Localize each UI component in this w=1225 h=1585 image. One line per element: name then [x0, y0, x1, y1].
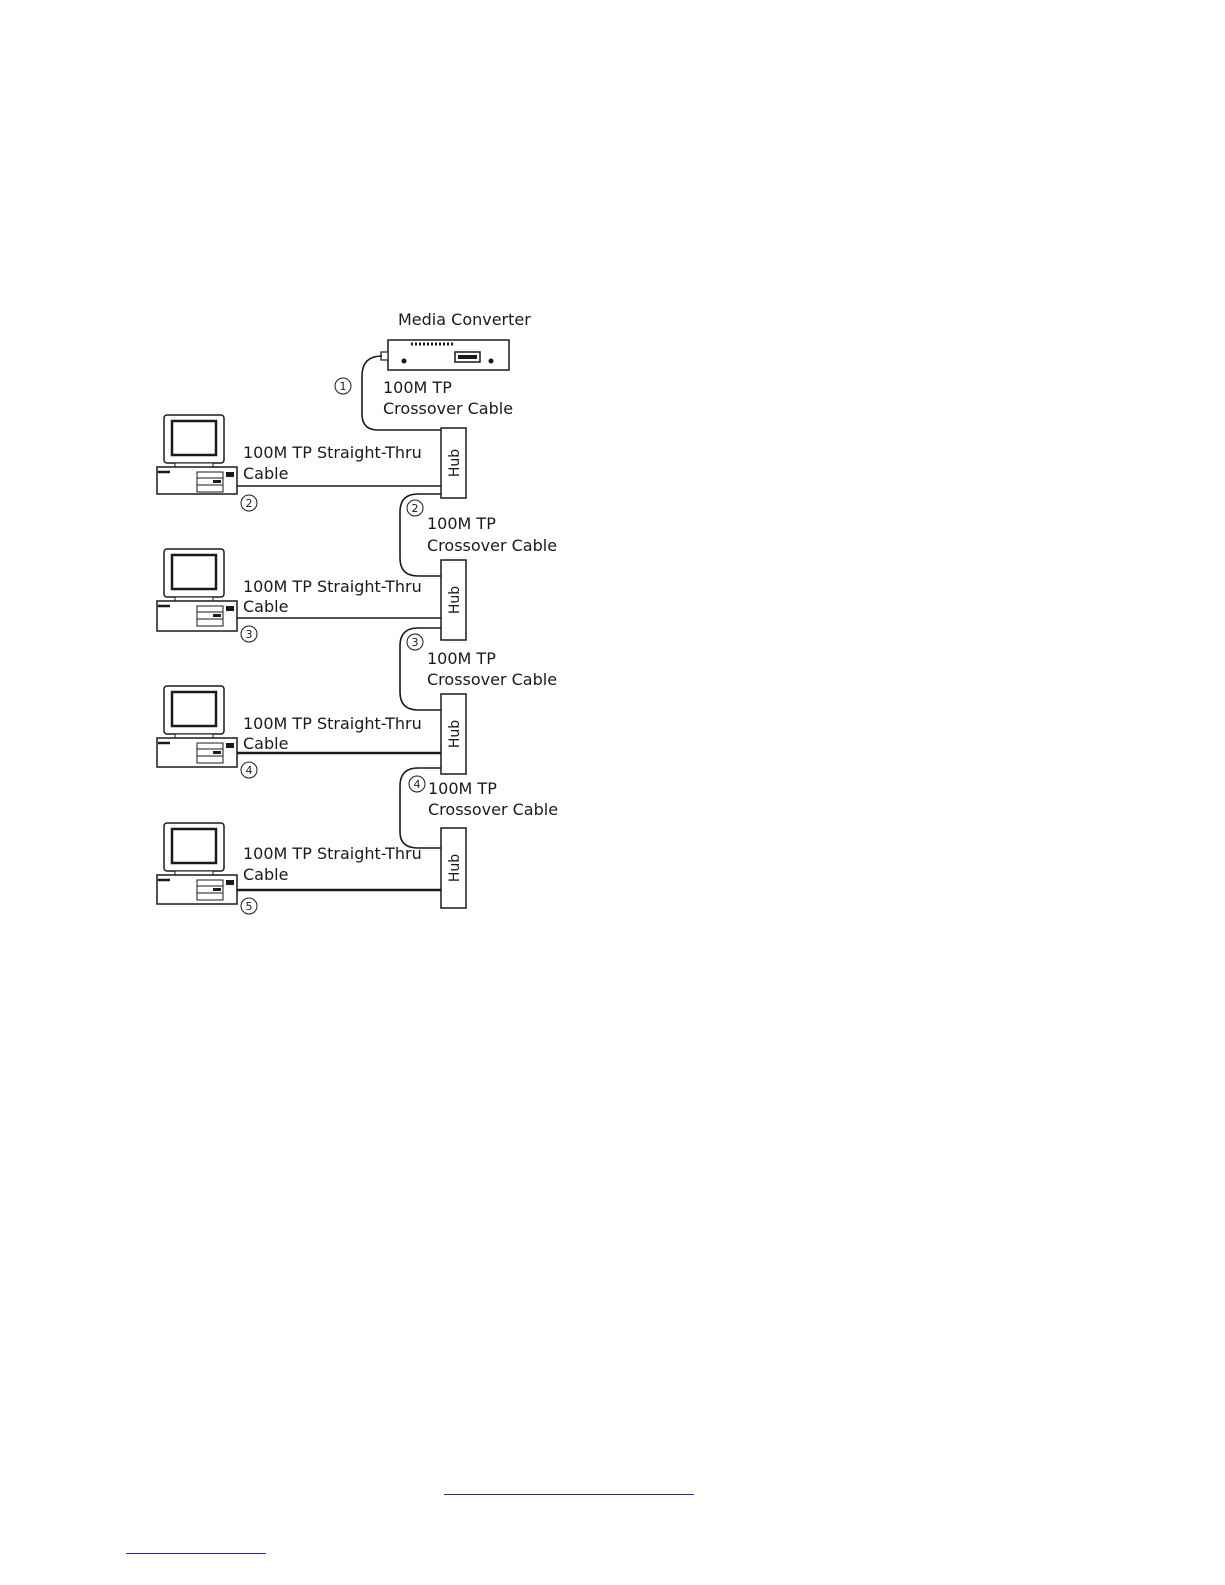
svg-text:3: 3: [246, 628, 253, 641]
straight-thru-cable-4-label-line1: 100M TP Straight-Thru: [243, 714, 422, 733]
crossover-cable-1-label-line1: 100M TP: [383, 378, 452, 397]
hub-2: Hub: [441, 560, 466, 640]
straight-thru-cable-3-label-line2: Cable: [243, 597, 288, 616]
straight-thru-cable-5-marker: 5: [241, 898, 257, 914]
straight-thru-cable-3-marker: 3: [241, 626, 257, 642]
crossover-cable-2-label-line2: Crossover Cable: [427, 536, 557, 555]
svg-text:4: 4: [246, 764, 253, 777]
hub-4: Hub: [441, 828, 466, 908]
straight-thru-cable-4-marker: 4: [241, 762, 257, 778]
workstation-4: 100M TP Straight-Thru Cable 5: [157, 823, 441, 914]
straight-thru-cable-5-label-line1: 100M TP Straight-Thru: [243, 844, 422, 863]
crossover-cable-3-marker: 3: [407, 634, 423, 650]
hub-4-label: Hub: [447, 854, 463, 882]
crossover-cable-2-label-line1: 100M TP: [427, 514, 496, 533]
straight-thru-cable-2-label-line1: 100M TP Straight-Thru: [243, 443, 422, 462]
straight-thru-cable-2-marker: 2: [241, 495, 257, 511]
straight-thru-cable-5-label-line2: Cable: [243, 865, 288, 884]
svg-text:4: 4: [414, 778, 421, 791]
computer-icon: [157, 415, 237, 494]
computer-icon: [157, 823, 237, 904]
computer-icon: [157, 686, 237, 767]
workstation-3: 100M TP Straight-Thru Cable 4: [157, 686, 441, 778]
crossover-cable-3-label-line1: 100M TP: [427, 649, 496, 668]
crossover-cable-4-label-line2: Crossover Cable: [428, 800, 558, 819]
media-converter-icon: [381, 340, 509, 370]
footer-link-underline[interactable]: [444, 1476, 694, 1495]
computer-icon: [157, 549, 237, 631]
workstation-2: 100M TP Straight-Thru Cable 3: [157, 549, 441, 642]
footer-underline: [126, 1553, 266, 1554]
svg-text:1: 1: [340, 380, 347, 393]
crossover-cable-3-label-line2: Crossover Cable: [427, 670, 557, 689]
svg-text:2: 2: [246, 497, 253, 510]
svg-text:5: 5: [246, 900, 253, 913]
hub-2-label: Hub: [447, 586, 463, 614]
hub-1-label: Hub: [447, 449, 463, 477]
svg-text:2: 2: [412, 502, 419, 515]
crossover-cable-2-marker: 2: [407, 500, 423, 516]
straight-thru-cable-2-label-line2: Cable: [243, 464, 288, 483]
hub-1: Hub: [441, 428, 466, 498]
crossover-cable-1-marker: 1: [335, 378, 351, 394]
crossover-cable-4-marker: 4: [409, 776, 425, 792]
svg-text:3: 3: [412, 636, 419, 649]
straight-thru-cable-4-label-line2: Cable: [243, 734, 288, 753]
hub-3-label: Hub: [447, 720, 463, 748]
hub-3: Hub: [441, 694, 466, 774]
crossover-cable-1-label-line2: Crossover Cable: [383, 399, 513, 418]
media-converter-label: Media Converter: [398, 310, 531, 329]
straight-thru-cable-3-label-line1: 100M TP Straight-Thru: [243, 577, 422, 596]
crossover-cable-4-label-line1: 100M TP: [428, 779, 497, 798]
